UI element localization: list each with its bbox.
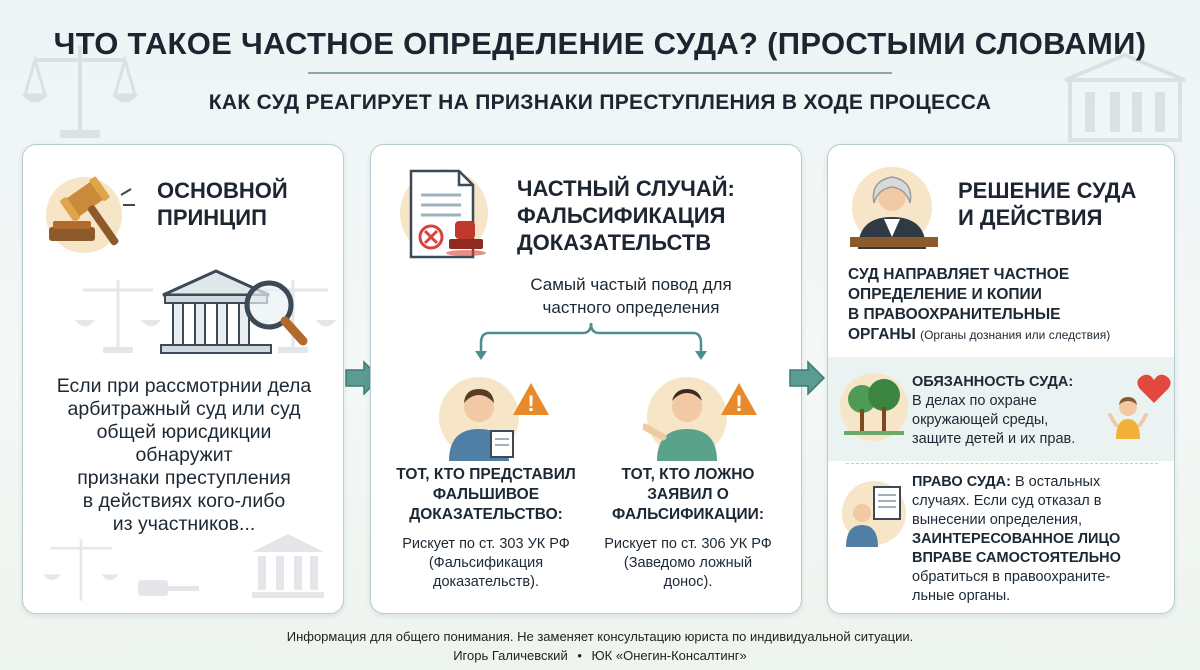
child-icon xyxy=(1108,397,1148,439)
principle-line: арбитражный суд или суд xyxy=(67,398,301,420)
background-scales-icon xyxy=(22,45,138,138)
lead-line: Самый частый повод для xyxy=(530,275,732,294)
footer-separator: • xyxy=(577,648,582,663)
footer-author: Игорь Галичевский xyxy=(453,648,568,663)
trees-icon xyxy=(840,373,908,441)
duty-line: защите детей и их прав. xyxy=(912,431,1076,447)
submitter-risk-line: (Фальсификация xyxy=(428,555,544,571)
accuser-risk-line: Рискует по ст. 306 УК РФ xyxy=(604,536,772,552)
accuser-title-line: ТОТ, КТО ЛОЖНО xyxy=(621,466,755,483)
principle-line: признаки преступления xyxy=(77,467,291,489)
falsification-card: ЧАСТНЫЙ СЛУЧАЙ: ФАЛЬСИФИКАЦИЯ ДОКАЗАТЕЛЬ… xyxy=(370,144,802,614)
right-line: ВПРАВЕ САМОСТОЯТЕЛЬНО xyxy=(912,550,1121,566)
principle-line: общей юрисдикции xyxy=(96,421,272,443)
decision-main-text: СУД НАПРАВЛЯЕТ ЧАСТНОЕ ОПРЕДЕЛЕНИЕ И КОП… xyxy=(848,265,1168,345)
accuser-risk-line: (Заведомо ложный xyxy=(623,555,753,571)
courthouse-icon xyxy=(160,269,308,354)
accuser-title: ТОТ, КТО ЛОЖНО ЗАЯВИЛ О ФАЛЬСИФИКАЦИИ: xyxy=(583,465,793,525)
right-line: льные органы. xyxy=(912,588,1011,604)
principle-title-line2: ПРИНЦИП xyxy=(157,205,267,230)
submitter-column: ТОТ, КТО ПРЕДСТАВИЛ ФАЛЬШИВОЕ ДОКАЗАТЕЛЬ… xyxy=(381,465,591,592)
section-divider xyxy=(846,463,1158,464)
decision-main-line-4: ОРГАНЫ xyxy=(848,326,916,343)
warning-icon: ! xyxy=(735,391,742,416)
duty-line: В делах по охране xyxy=(912,393,1037,409)
falsification-lead: Самый частый повод для частного определе… xyxy=(511,273,751,319)
right-line: вынесении определения, xyxy=(912,512,1083,528)
page-subtitle: КАК СУД РЕАГИРУЕТ НА ПРИЗНАКИ ПРЕСТУПЛЕН… xyxy=(208,91,992,114)
decision-title-line1: РЕШЕНИЕ СУДА xyxy=(958,178,1137,203)
principle-title: ОСНОВНОЙ ПРИНЦИП xyxy=(157,177,288,231)
submitter-title-line: ТОТ, КТО ПРЕДСТАВИЛ xyxy=(396,466,576,483)
right-line: ЗАИНТЕРЕСОВАННОЕ ЛИЦО xyxy=(912,531,1121,547)
document-stamp-icon xyxy=(400,169,488,259)
footer-disclaimer: Информация для общего понимания. Не заме… xyxy=(286,629,914,644)
right-text: ПРАВО СУДА: В остальных случаях. Если су… xyxy=(912,473,1162,606)
submitter-title: ТОТ, КТО ПРЕДСТАВИЛ ФАЛЬШИВОЕ ДОКАЗАТЕЛЬ… xyxy=(381,465,591,525)
duty-line: окружающей среды, xyxy=(912,412,1049,428)
lead-line: частного определения xyxy=(542,298,720,317)
accuser-title-line: ЗАЯВИЛ О xyxy=(647,486,729,503)
accuser-risk: Рискует по ст. 306 УК РФ (Заведомо ложны… xyxy=(583,535,793,592)
principle-line: в действиях кого-либо xyxy=(82,490,286,512)
accuser-risk-line: донос). xyxy=(663,574,713,590)
split-arrows-icon xyxy=(475,322,707,360)
footer-credits: Игорь Галичевский • ЮК «Онегин-Консалтин… xyxy=(0,648,1200,663)
scales-icon xyxy=(43,539,119,601)
principle-text: Если при рассмотрнии дела арбитражный су… xyxy=(33,375,335,536)
accuser-title-line: ФАЛЬСИФИКАЦИИ: xyxy=(612,506,764,523)
decision-title-line2: И ДЕЙСТВИЯ xyxy=(958,205,1103,230)
person-with-document-icon: ! xyxy=(439,377,549,461)
background-building-icon xyxy=(1064,52,1186,142)
decision-main-line: В ПРАВООХРАНИТЕЛЬНЫЕ xyxy=(848,306,1061,323)
gavel-icon xyxy=(138,580,199,596)
principle-title-line1: ОСНОВНОЙ xyxy=(157,178,288,203)
footer-company: ЮК «Онегин-Консалтинг» xyxy=(591,648,747,663)
accuser-column: ТОТ, КТО ЛОЖНО ЗАЯВИЛ О ФАЛЬСИФИКАЦИИ: Р… xyxy=(583,465,793,592)
principle-line: Если при рассмотрнии дела xyxy=(56,375,312,397)
warning-icon: ! xyxy=(527,391,534,416)
heart-icon xyxy=(1137,374,1171,403)
header: ЧТО ТАКОЕ ЧАСТНОЕ ОПРЕДЕЛЕНИЕ СУДА? (ПРО… xyxy=(0,0,1200,140)
right-label: ПРАВО СУДА: xyxy=(912,474,1011,490)
right-line: ПРАВО СУДА: В остальных xyxy=(912,473,1162,492)
falsification-title-line2: ФАЛЬСИФИКАЦИЯ xyxy=(517,203,726,228)
submitter-risk-line: Рискует по ст. 303 УК РФ xyxy=(402,536,570,552)
submitter-risk-line: доказательств). xyxy=(432,574,539,590)
submitter-title-line: ФАЛЬШИВОЕ xyxy=(432,486,540,503)
judge-icon xyxy=(850,167,938,249)
principle-line: из участников... xyxy=(112,513,256,535)
right-line-1: В остальных xyxy=(1014,474,1101,490)
person-pointing-icon: ! xyxy=(643,377,757,461)
page-title: ЧТО ТАКОЕ ЧАСТНОЕ ОПРЕДЕЛЕНИЕ СУДА? (ПРО… xyxy=(53,26,1147,61)
next-step-arrow-icon xyxy=(789,360,826,396)
falsification-title: ЧАСТНЫЙ СЛУЧАЙ: ФАЛЬСИФИКАЦИЯ ДОКАЗАТЕЛЬ… xyxy=(517,175,735,256)
title-divider xyxy=(308,72,892,74)
decision-main-line: ОПРЕДЕЛЕНИЕ И КОПИИ xyxy=(848,286,1042,303)
right-line: обратиться в правоохраните- xyxy=(912,569,1111,585)
right-line: случаях. Если суд отказал в xyxy=(912,493,1102,509)
submitter-title-line: ДОКАЗАТЕЛЬСТВО: xyxy=(409,506,563,523)
scales-icon xyxy=(75,280,161,353)
gavel-icon xyxy=(46,176,135,253)
duty-label: ОБЯЗАННОСТЬ СУДА: xyxy=(912,374,1074,390)
decision-main-line: ОРГАНЫ (Органы дознания или следствия) xyxy=(848,325,1168,345)
decision-card: РЕШЕНИЕ СУДА И ДЕЙСТВИЯ СУД НАПРАВЛЯЕТ Ч… xyxy=(827,144,1175,614)
principle-card: ОСНОВНОЙ ПРИНЦИП Если при рассмотрнии де… xyxy=(22,144,344,614)
decision-title: РЕШЕНИЕ СУДА И ДЕЙСТВИЯ xyxy=(958,177,1136,231)
duty-text: ОБЯЗАННОСТЬ СУДА: В делах по охране окру… xyxy=(912,373,1112,449)
decision-main-note: (Органы дознания или следствия) xyxy=(920,328,1111,342)
decision-main-line: СУД НАПРАВЛЯЕТ ЧАСТНОЕ xyxy=(848,266,1070,283)
falsification-title-line3: ДОКАЗАТЕЛЬСТВ xyxy=(517,230,712,255)
falsification-title-line1: ЧАСТНЫЙ СЛУЧАЙ: xyxy=(517,176,735,201)
courthouse-icon xyxy=(252,534,324,598)
principle-line: обнаружит xyxy=(135,444,233,466)
submitter-risk: Рискует по ст. 303 УК РФ (Фальсификация … xyxy=(381,535,591,592)
person-document-icon xyxy=(842,481,906,547)
